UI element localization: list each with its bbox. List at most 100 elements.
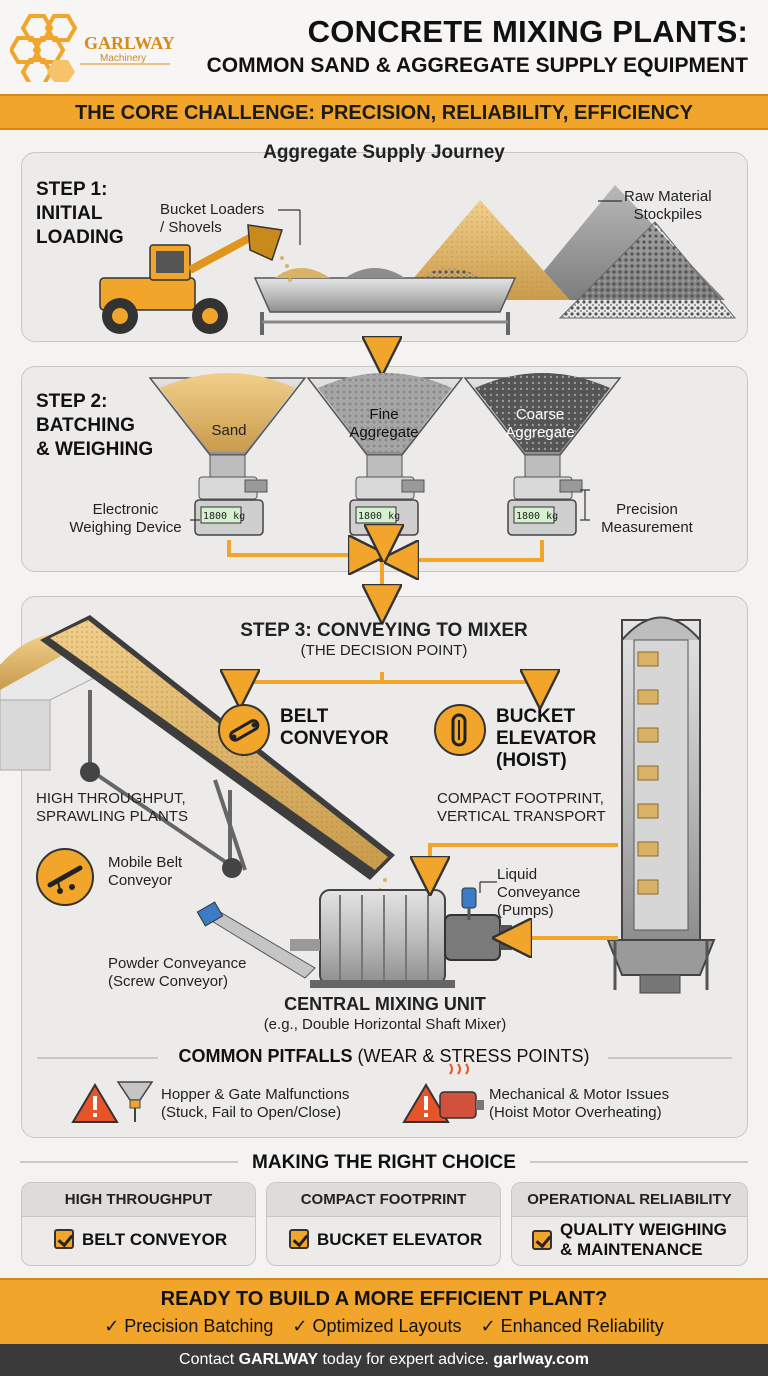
choice-card-body: BUCKET ELEVATOR — [267, 1217, 500, 1265]
belt-conveyor-note-line1: HIGH THROUGHPUT, — [36, 790, 186, 807]
step1-title-line1: STEP 1: — [36, 179, 108, 200]
page-title: CONCRETE MIXING PLANTS: — [307, 14, 748, 49]
precision-label-line2: Measurement — [601, 519, 693, 536]
weighing-device-label-line1: Electronic — [92, 501, 159, 518]
bucket-elevator-note: COMPACT FOOTPRINT, VERTICAL TRANSPORT — [437, 790, 606, 826]
mixer-subtitle: (e.g., Double Horizontal Shaft Mixer) — [263, 1016, 507, 1033]
hopper-fine-label-line1: Fine — [369, 406, 399, 423]
wheel-loader — [99, 224, 292, 334]
footer-mid: today for expert advice. — [318, 1351, 494, 1368]
motor-icon — [439, 1063, 484, 1119]
scale-readout-1: 1800 kg — [203, 511, 246, 522]
liquid-label-line2: Conveyance — [497, 884, 581, 901]
bucket-elevator-illustration — [606, 616, 716, 994]
bucket-elevator-title: BUCKET ELEVATOR (HOIST) — [496, 706, 596, 772]
cta-item-batching: ✓ Precision Batching — [104, 1316, 274, 1336]
step1-title-line2: INITIAL — [36, 203, 103, 224]
choice-card-body: BELT CONVEYOR — [22, 1217, 255, 1265]
step2-title-line3: & WEIGHING — [36, 439, 154, 460]
mixer-title: CENTRAL MIXING UNIT — [284, 994, 486, 1014]
loader-label-line2: / Shovels — [160, 219, 222, 236]
loader-label-line1: Bucket Loaders — [160, 201, 265, 218]
pitfall-motor-line1: Mechanical & Motor Issues — [489, 1086, 670, 1103]
stockpile-label: Raw Material Stockpiles — [624, 188, 712, 224]
footer-link[interactable]: garlway.com — [493, 1351, 589, 1368]
logo-text: GARLWAY — [84, 33, 175, 53]
mobile-belt-label: Mobile Belt Conveyor — [108, 854, 182, 890]
footer: Contact GARLWAY today for expert advice.… — [0, 1344, 768, 1376]
precision-label-line1: Precision — [616, 501, 678, 518]
step3-title: STEP 3: CONVEYING TO MIXER — [240, 620, 528, 641]
hopper-fine-label-line2: Aggregate — [349, 424, 419, 441]
mobile-belt-label-line1: Mobile Belt — [108, 854, 183, 871]
pitfall-hopper-line1: Hopper & Gate Malfunctions — [161, 1086, 350, 1103]
bucket-elevator-title-line3: (HOIST) — [496, 750, 567, 771]
bucket-elevator-title-line2: ELEVATOR — [496, 728, 597, 749]
belt-conveyor-note: HIGH THROUGHPUT, SPRAWLING PLANTS — [36, 790, 188, 826]
weighing-device-label-line2: Weighing Device — [69, 519, 182, 536]
choice-card-value: BELT CONVEYOR — [82, 1230, 228, 1249]
hopper-sand-label: Sand — [211, 422, 247, 439]
bucket-elevator-note-line2: VERTICAL TRANSPORT — [437, 808, 606, 825]
powder-conveyance-label: Powder Conveyance (Screw Conveyor) — [108, 955, 246, 991]
liquid-label-line1: Liquid — [497, 866, 538, 883]
choice-card-value: QUALITY WEIGHING & MAINTENANCE — [560, 1220, 727, 1260]
hopper-coarse-label-line1: Coarse — [515, 406, 565, 423]
step1-title: STEP 1: INITIAL LOADING — [36, 178, 124, 250]
bucket-elevator-title-line1: BUCKET — [496, 706, 576, 727]
loader-label: Bucket Loaders / Shovels — [160, 201, 264, 237]
precision-label: Precision Measurement — [592, 501, 702, 537]
step2-title-line1: STEP 2: — [36, 391, 108, 412]
core-challenge-banner: THE CORE CHALLENGE: PRECISION, RELIABILI… — [0, 94, 768, 130]
pitfall-motor: Mechanical & Motor Issues (Hoist Motor O… — [489, 1086, 669, 1122]
choice-card-value: BUCKET ELEVATOR — [317, 1230, 483, 1249]
mobile-belt-conveyor-icon — [36, 848, 94, 906]
logo-subtext: Machinery — [100, 53, 147, 64]
weighing-device-label: Electronic Weighing Device — [58, 501, 193, 537]
hopper-fine-label: Fine Aggregate — [336, 406, 432, 442]
belt-conveyor-icon — [218, 704, 270, 756]
footer-pre: Contact — [179, 1351, 239, 1368]
cta-title: READY TO BUILD A MORE EFFICIENT PLANT? — [160, 1288, 608, 1310]
powder-label-line1: Powder Conveyance — [108, 955, 247, 972]
choice-card-footprint: COMPACT FOOTPRINT BUCKET ELEVATOR — [266, 1182, 501, 1266]
core-challenge-text: THE CORE CHALLENGE: PRECISION, RELIABILI… — [75, 102, 693, 124]
choice-card-reliability: OPERATIONAL RELIABILITY QUALITY WEIGHING… — [511, 1182, 748, 1266]
stockpile-label-line2: Stockpiles — [633, 206, 702, 223]
bucket-elevator-note-line1: COMPACT FOOTPRINT, — [437, 790, 604, 807]
belt-conveyor-title-line2: CONVEYOR — [280, 728, 389, 749]
choice-card-head: COMPACT FOOTPRINT — [267, 1183, 500, 1217]
pitfalls-title-bold: COMMON PITFALLS — [178, 1046, 353, 1066]
central-mixer-illustration — [196, 843, 618, 988]
cta-banner: READY TO BUILD A MORE EFFICIENT PLANT? ✓… — [0, 1278, 768, 1344]
choice-card-value-line2: & MAINTENANCE — [560, 1240, 703, 1259]
scale-readout-2: 1800 kg — [358, 511, 401, 522]
checkbox-icon — [289, 1229, 309, 1249]
pitfalls-title-rest: (WEAR & STRESS POINTS) — [352, 1046, 590, 1066]
choice-card-body: QUALITY WEIGHING & MAINTENANCE — [512, 1217, 747, 1265]
choice-card-throughput: HIGH THROUGHPUT BELT CONVEYOR — [21, 1182, 256, 1266]
pitfall-hopper: Hopper & Gate Malfunctions (Stuck, Fail … — [161, 1086, 349, 1122]
step3-subtitle: (THE DECISION POINT) — [300, 642, 468, 659]
mobile-belt-label-line2: Conveyor — [108, 872, 173, 889]
belt-conveyor-title: BELT CONVEYOR — [280, 706, 389, 750]
step2-title: STEP 2: BATCHING & WEIGHING — [36, 390, 153, 462]
warning-icon — [402, 1083, 450, 1123]
belt-conveyor-note-line2: SPRAWLING PLANTS — [36, 808, 188, 825]
weigh-hoppers — [148, 373, 622, 608]
choice-card-value-line1: QUALITY WEIGHING — [560, 1220, 727, 1239]
stockpiles — [395, 185, 737, 319]
powder-label-line2: (Screw Conveyor) — [108, 973, 229, 990]
belt-conveyor-title-line1: BELT — [280, 706, 329, 727]
scale-readout-3: 1800 kg — [516, 511, 559, 522]
hopper-coarse-label: Coarse Aggregate — [492, 406, 588, 442]
choice-card-head: HIGH THROUGHPUT — [22, 1183, 255, 1217]
belt-conveyor-illustration — [0, 615, 395, 899]
cta-items: ✓ Precision Batching ✓ Optimized Layouts… — [0, 1316, 768, 1337]
checkbox-icon — [532, 1230, 552, 1250]
choice-card-head: OPERATIONAL RELIABILITY — [512, 1183, 747, 1217]
journey-label: Aggregate Supply Journey — [263, 142, 505, 163]
choice-title: MAKING THE RIGHT CHOICE — [252, 1152, 516, 1173]
cta-item-reliability: ✓ Enhanced Reliability — [480, 1316, 664, 1336]
